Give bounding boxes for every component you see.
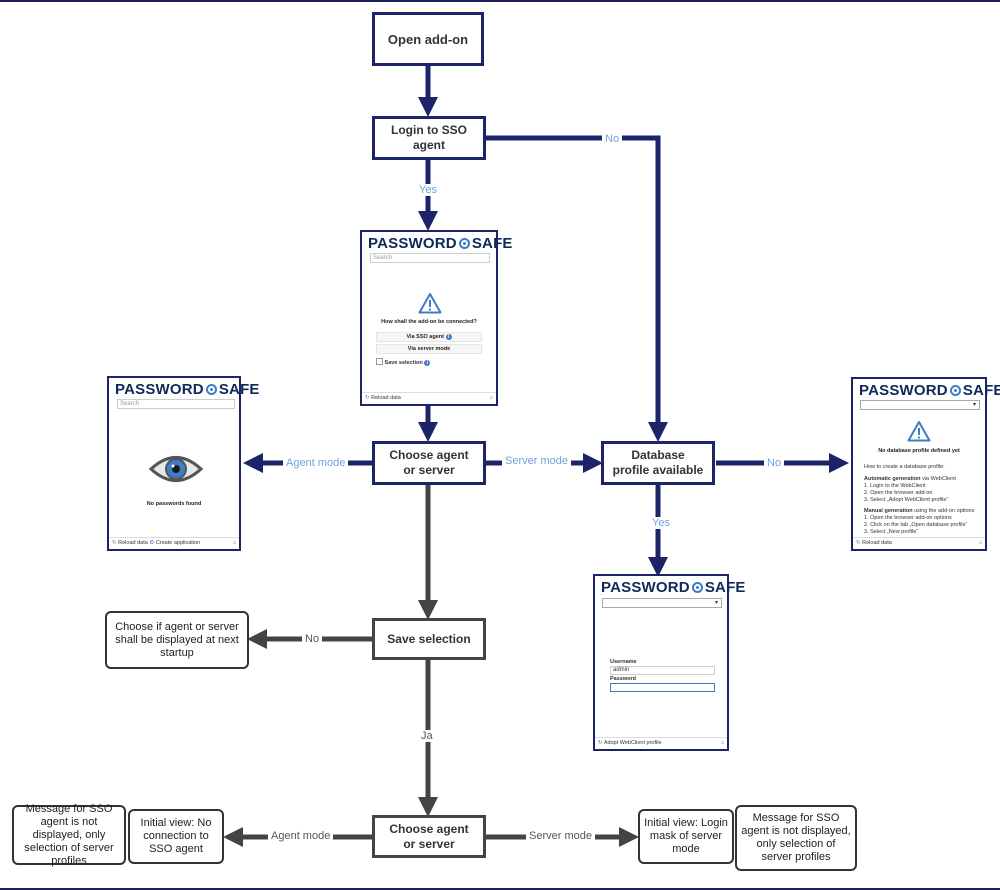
no-passwords-message: No passwords found	[146, 501, 202, 507]
reload-icon[interactable]: ↻	[856, 540, 861, 546]
initial-view-login-note: Initial view: Login mask of server mode	[638, 809, 734, 864]
login-sso-node: Login to SSO agent	[372, 116, 486, 160]
screen-footer: ↻ Adopt WebClient profile ⌂	[595, 737, 727, 749]
label-server-mode-top: Server mode	[502, 455, 571, 467]
arrow-login-no-to-db	[486, 135, 668, 442]
username-field[interactable]: admin	[610, 666, 715, 675]
search-input[interactable]: Search	[117, 399, 235, 409]
username-label: Username	[610, 659, 637, 665]
label-server-mode-bottom: Server mode	[526, 830, 595, 842]
search-input[interactable]: Search	[370, 253, 490, 263]
password-field[interactable]	[610, 683, 715, 692]
via-server-mode-button[interactable]: Via server mode	[376, 344, 482, 354]
save-selection-node: Save selection	[372, 618, 486, 660]
label-agent-mode-top: Agent mode	[283, 457, 349, 469]
top-border	[0, 0, 1000, 2]
home-icon[interactable]: ⌂	[978, 540, 982, 546]
reload-data-link[interactable]: Reload data	[371, 395, 401, 401]
choose-startup-note: Choose if agent or server shall be displ…	[105, 611, 249, 669]
info-icon: i	[424, 360, 431, 366]
info-icon: i	[445, 334, 452, 340]
home-icon[interactable]: ⌂	[720, 740, 724, 746]
home-icon[interactable]: ⌂	[489, 395, 493, 401]
screen-footer: ↻ Reload data ⌂	[853, 537, 985, 549]
open-addon-node: Open add-on	[372, 12, 484, 66]
choose-agent-server-bottom-node: Choose agent or server	[372, 815, 486, 858]
label-no-db: No	[764, 457, 785, 469]
screen-footer: ↻ Reload data ⌂	[362, 392, 496, 404]
connection-question: How shall the add-on be connected?	[381, 319, 477, 325]
database-profile-node: Database profile available	[601, 441, 715, 485]
initial-view-no-connection-note: Initial view: No connection to SSO agent	[128, 809, 224, 864]
label-yes-login: Yes	[416, 184, 440, 196]
create-icon[interactable]: ⚙	[149, 540, 155, 546]
reload-icon[interactable]: ↻	[112, 540, 117, 546]
via-sso-agent-button[interactable]: Via SSO agent i	[376, 332, 482, 342]
adopt-webclient-profile-link[interactable]: Adopt WebClient profile	[603, 740, 662, 746]
profile-select[interactable]: ▾	[860, 400, 980, 410]
create-application-link[interactable]: Create application	[155, 540, 201, 546]
home-icon[interactable]: ⌂	[232, 540, 236, 546]
profile-select[interactable]: ▾	[602, 598, 722, 608]
label-yes-db: Yes	[649, 517, 673, 529]
message-sso-note-right: Message for SSO agent is not displayed, …	[735, 805, 857, 871]
eye-icon	[149, 456, 203, 482]
no-profile-title: No database profile defined yet	[878, 448, 960, 454]
warning-icon	[418, 293, 442, 314]
screen-footer: ↻ Reload data ⚙ Create application ⌂	[109, 537, 239, 549]
reload-icon[interactable]: ↻	[598, 740, 603, 746]
password-label: Password	[610, 676, 636, 682]
reload-data-link[interactable]: Reload data	[862, 540, 892, 546]
reload-data-link[interactable]: Reload data	[118, 540, 148, 546]
bottom-border	[0, 888, 1000, 890]
label-no-login: No	[602, 133, 623, 145]
label-ja-save: Ja	[418, 730, 436, 742]
label-agent-mode-bottom: Agent mode	[268, 830, 334, 842]
warning-icon	[907, 421, 931, 442]
message-sso-note-left: Message for SSO agent is not displayed, …	[12, 803, 126, 867]
profile-instructions: How to create a database profile: Automa…	[864, 464, 975, 535]
choose-agent-server-node: Choose agent or server	[372, 441, 486, 485]
label-no-save: No	[302, 633, 323, 645]
save-selection-checkbox[interactable]: Save selection i	[376, 358, 431, 367]
reload-icon[interactable]: ↻	[365, 395, 370, 401]
